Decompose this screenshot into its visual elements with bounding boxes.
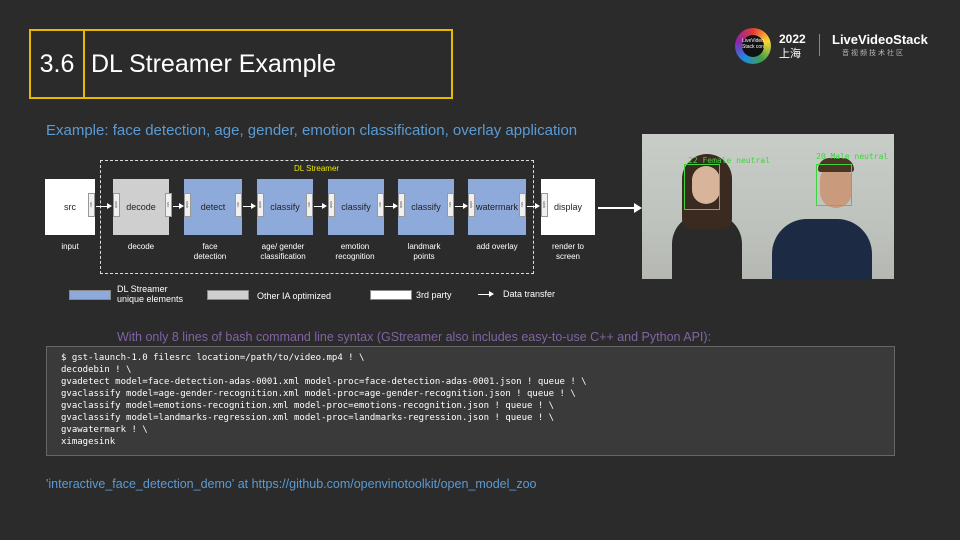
caption-age-gender: age/ gender classification: [260, 242, 306, 261]
legend-third-party: 3rd party: [416, 290, 452, 300]
logo-city: 上海: [779, 48, 801, 60]
data-arrow: [173, 203, 184, 209]
example-subtitle: Example: face detection, age, gender, em…: [46, 122, 578, 139]
sink-pad: sink: [184, 193, 191, 217]
caption-add-overlay: add overlay: [476, 242, 518, 251]
src-pad: src: [519, 193, 526, 217]
code-line: gvadetect model=face-detection-adas-0001…: [61, 377, 587, 387]
code-line: gvaclassify model=emotions-recognition.x…: [61, 401, 555, 411]
dl-streamer-frame: [100, 160, 534, 274]
src-pad: src: [88, 193, 95, 217]
logo-year: 2022: [779, 32, 806, 46]
pipeline-element-watermark: watermark: [468, 179, 526, 235]
section-number: 3.6: [31, 31, 85, 97]
src-pad: src: [165, 193, 172, 217]
src-pad: src: [377, 193, 384, 217]
conference-logo-icon: LiveVideo Stack con: [735, 28, 771, 64]
logo-divider: [819, 34, 820, 56]
pipeline-element-decode: decode: [113, 179, 169, 235]
page-title: DL Streamer Example: [91, 50, 336, 78]
code-line: gvaclassify model=landmarks-regression.x…: [61, 413, 555, 423]
brand-subtitle: 音视频技术社区: [842, 50, 905, 57]
caption-landmark: landmark points: [407, 242, 441, 261]
legend-ia-optimized: Other IA optimized: [257, 291, 332, 301]
caption-emotion: emotion recognition: [335, 242, 375, 261]
brand-logo: LiveVideoStack: [832, 32, 928, 47]
output-arrow-icon: [598, 203, 642, 213]
data-arrow: [314, 203, 327, 209]
sink-pad: sink: [398, 193, 405, 217]
sink-pad: sink: [257, 193, 264, 217]
pipeline-element-classify-landmark: classify: [398, 179, 454, 235]
caption-render: render to screen: [551, 242, 585, 261]
data-arrow: [96, 203, 112, 209]
src-pad: src: [235, 193, 242, 217]
code-line: gvaclassify model=age-gender-recognition…: [61, 389, 576, 399]
code-block: $ gst-launch-1.0 filesrc location=/path/…: [46, 346, 895, 456]
legend-swatch-dl-streamer: [69, 290, 111, 300]
caption-decode: decode: [127, 242, 155, 251]
legend-arrow-icon: [478, 291, 494, 297]
sink-pad: sink: [328, 193, 335, 217]
face-box-male: [816, 164, 852, 206]
person-male-body: [772, 219, 872, 279]
legend-swatch-third-party: [370, 290, 412, 300]
code-line: gvawatermark ! \: [61, 425, 148, 435]
sink-pad: sink: [541, 193, 548, 217]
legend-data-transfer: Data transfer: [503, 289, 556, 299]
pipeline-element-display: display: [541, 179, 595, 235]
dl-streamer-label: DL Streamer: [294, 164, 340, 173]
sink-pad: sink: [468, 193, 475, 217]
face-label-female: 22 Female neutral: [688, 156, 770, 165]
demo-link[interactable]: 'interactive_face_detection_demo' at htt…: [46, 477, 537, 491]
person-female-face: [692, 166, 720, 204]
src-pad: src: [306, 193, 313, 217]
output-video-frame: 22 Female neutral 20 Male neutral: [642, 134, 894, 279]
src-pad: src: [447, 193, 454, 217]
caption-face-detection: face detection: [193, 242, 227, 261]
pipeline-element-detect: detect: [184, 179, 242, 235]
face-label-male: 20 Male neutral: [816, 152, 889, 161]
legend-swatch-ia-optimized: [207, 290, 249, 300]
pipeline-element-src: src: [45, 179, 95, 235]
pipeline-element-classify-age-gender: classify: [257, 179, 313, 235]
code-line: decodebin ! \: [61, 365, 132, 375]
conference-logo-badge: LiveVideo Stack con: [742, 35, 764, 57]
data-arrow: [455, 203, 468, 209]
legend-dl-streamer: DL Streamer unique elements: [117, 284, 184, 304]
command-intro: With only 8 lines of bash command line s…: [117, 330, 712, 344]
data-arrow: [527, 203, 540, 209]
code-line: $ gst-launch-1.0 filesrc location=/path/…: [61, 353, 365, 363]
face-box-female: [684, 164, 720, 210]
caption-input: input: [61, 242, 79, 251]
data-arrow: [385, 203, 398, 209]
person-male-hair: [818, 158, 854, 172]
pipeline-element-classify-emotion: classify: [328, 179, 384, 235]
code-line: ximagesink: [61, 437, 116, 447]
title-box: 3.6 DL Streamer Example: [29, 29, 453, 99]
sink-pad: sink: [113, 193, 120, 217]
data-arrow: [243, 203, 256, 209]
